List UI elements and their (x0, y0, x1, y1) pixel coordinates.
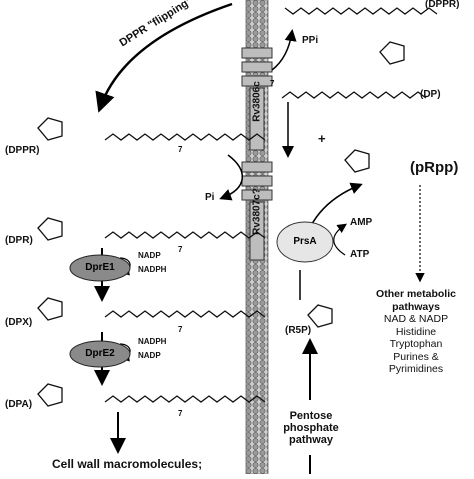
dpa-label: (DPA) (5, 399, 33, 410)
r5p-label: (R5P) (285, 325, 312, 336)
atp-label: ATP (350, 249, 370, 260)
dppr-top-label: (DPPR) (425, 0, 460, 10)
pentose-line-3: pathway (288, 434, 333, 446)
amp-label: AMP (350, 217, 373, 228)
other-item: Histidine (395, 325, 437, 338)
plus-sign: + (318, 131, 326, 146)
dppr-label: (DPPR) (5, 145, 40, 156)
other-item: NAD & NADP (383, 313, 449, 325)
dpx-label: (DPX) (5, 317, 33, 328)
nadph-label-2: NADPH (138, 337, 167, 346)
ppi-arrow (271, 29, 297, 71)
rv3806c-label: Rv3806c (251, 81, 263, 122)
prsa-label: PrsA (293, 236, 317, 247)
dpre2-enzyme (69, 340, 131, 368)
rv3807c-protein (241, 161, 273, 261)
pentose-line-2: phosphate (283, 422, 339, 434)
rv3806c-protein (241, 47, 273, 151)
chain-subscript-1: 7 (270, 79, 275, 88)
nadp-label-1: NADP (138, 251, 161, 260)
other-pathways: Other metabolic pathways NAD & NADP Hist… (360, 288, 472, 376)
prenyl-chains (104, 7, 438, 403)
chain-subscript-2: 7 (178, 145, 183, 154)
other-item: Purines & (393, 350, 439, 363)
prpp-label: (pRpp) (410, 159, 459, 176)
nadp-label-2: NADP (138, 351, 161, 360)
cell-wall-label: Cell wall macromolecules; (52, 457, 203, 471)
other-item: Tryptophan (389, 338, 443, 350)
dpre1-enzyme (69, 254, 131, 282)
pentose-line-1: Pentose (289, 410, 333, 422)
pi-arrow (219, 154, 244, 201)
chain-subscript-3: 7 (178, 245, 183, 254)
dp-label: (DP) (420, 89, 441, 100)
rv3807c-label: Rv3807c? (251, 188, 263, 235)
other-heading-1: Other metabolic (376, 288, 456, 300)
dpre2-label: DprE2 (85, 348, 115, 359)
pi-label: Pi (205, 192, 215, 203)
chain-subscript-4: 7 (178, 325, 183, 334)
prsa-enzyme (276, 221, 334, 263)
other-item: Pyrimidines (388, 363, 444, 375)
atp-amp-arrow (333, 223, 347, 256)
dpre1-label: DprE1 (85, 262, 115, 273)
ppi-label: PPi (302, 35, 319, 46)
pentose-pathway-label: Pentose phosphate pathway (275, 410, 347, 446)
ribose-rings (37, 41, 405, 407)
chain-subscript-5: 7 (178, 409, 183, 418)
other-heading-2: pathways (392, 300, 440, 313)
dpr-label: (DPR) (5, 235, 33, 246)
nadph-label-1: NADPH (138, 265, 167, 274)
flipping-arrow (95, 2, 233, 113)
